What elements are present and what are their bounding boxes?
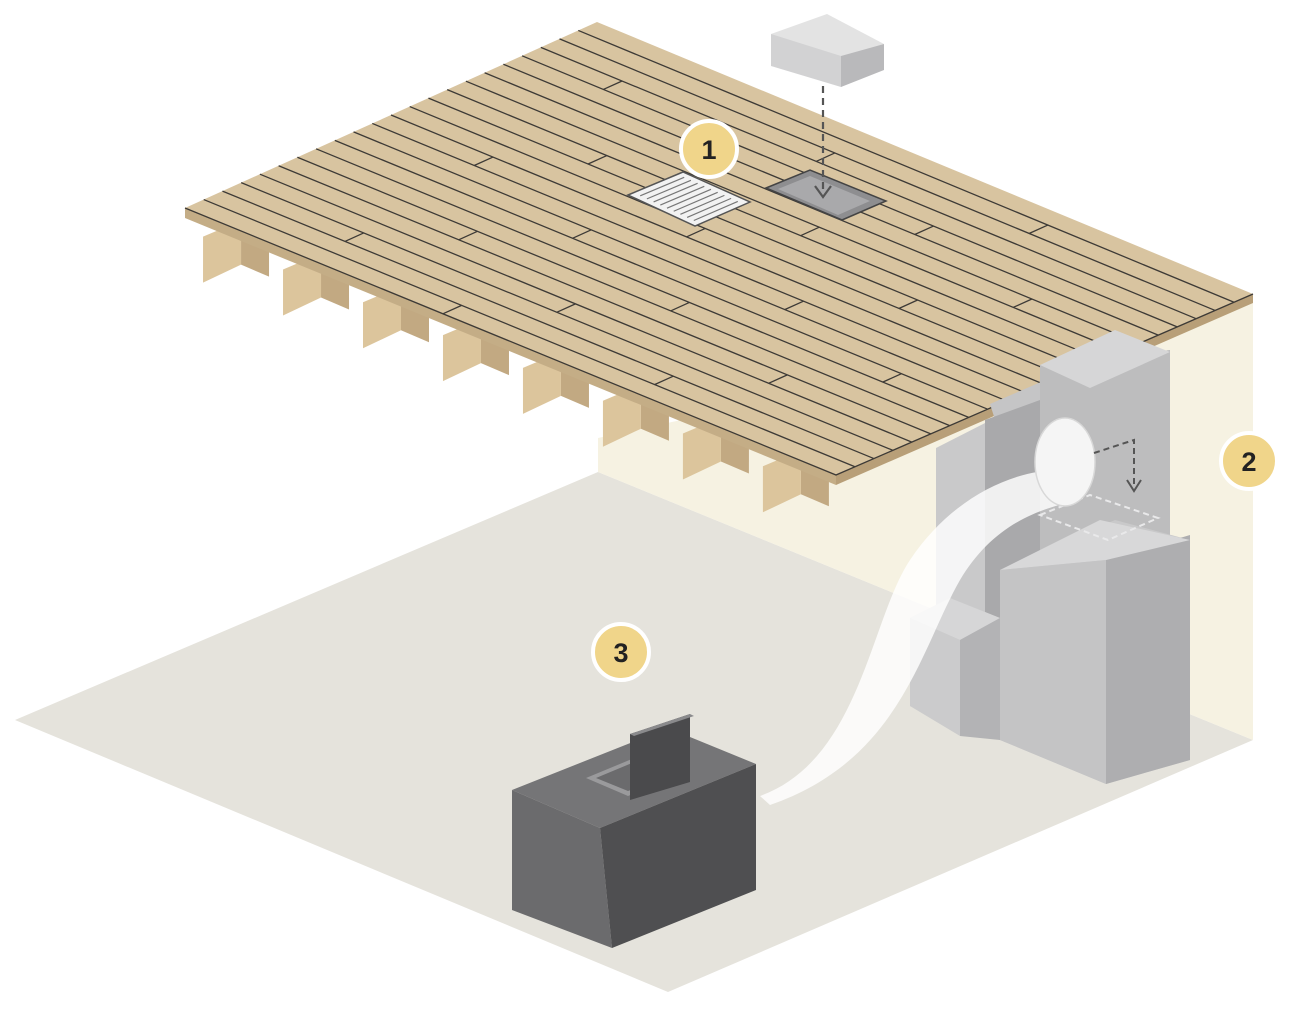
plank-seam	[334, 139, 988, 410]
floor-register-vent	[626, 171, 752, 227]
callout-badge-2: 2	[1219, 431, 1279, 491]
plank-seam	[428, 97, 1083, 369]
basement-floor	[15, 472, 1253, 992]
plank-seam	[297, 156, 950, 427]
plank-joint	[458, 230, 478, 241]
vent-slat	[686, 197, 732, 218]
callout-badge-3: 3	[591, 622, 651, 682]
plank-seam	[353, 131, 1007, 402]
plank-joint	[603, 80, 623, 91]
plank-seam	[259, 173, 913, 443]
flexible-duct	[760, 470, 1080, 805]
callout-label-3: 3	[613, 638, 628, 668]
plank-joint	[784, 300, 804, 311]
vent-slat	[680, 194, 725, 215]
plank-joint	[686, 227, 706, 238]
floor-planks	[184, 29, 1254, 476]
plank-joint	[556, 303, 576, 313]
plank-joint	[344, 232, 364, 243]
plank-joint	[815, 152, 836, 163]
plank-joint	[1028, 224, 1049, 235]
plank-seam	[446, 89, 1102, 361]
plank-seam	[390, 114, 1045, 386]
plank-joint	[1012, 298, 1033, 309]
callout-label-2: 2	[1241, 447, 1256, 477]
vent-slat	[693, 200, 739, 222]
plank-seam	[203, 198, 856, 468]
plank-seam	[240, 182, 894, 451]
duct-collar	[1034, 417, 1096, 507]
plank-joint	[800, 226, 820, 237]
plank-joint	[587, 154, 608, 165]
plank-seam	[315, 148, 969, 419]
plank-joint	[572, 229, 592, 239]
plank-joint	[473, 156, 494, 167]
wood-floor	[185, 22, 1253, 475]
plank-joint	[442, 304, 462, 315]
dashed-arrow-duct	[1093, 438, 1135, 486]
vent-slat	[666, 188, 712, 209]
vent-slat	[653, 182, 698, 203]
callout-label-1: 1	[701, 135, 716, 165]
plank-seam	[372, 122, 1026, 394]
plank-seam	[222, 190, 875, 460]
plank-seam	[278, 165, 932, 435]
dashed-arrow-duct-head	[1126, 479, 1142, 493]
plank-joint	[768, 374, 788, 384]
dashed-arrow-head	[814, 185, 832, 199]
vent-slat	[673, 191, 718, 212]
vent-slat	[660, 185, 705, 206]
grille-cover-box	[771, 14, 884, 87]
callout-badge-1: 1	[679, 119, 739, 179]
plank-seam	[409, 105, 1064, 377]
subfloor-edge	[185, 208, 836, 485]
plank-joint	[882, 373, 902, 383]
plank-joint	[670, 301, 690, 312]
plank-seam	[559, 38, 1216, 312]
plank-joint	[898, 299, 918, 310]
vent-slat	[639, 176, 685, 197]
vent-slat	[646, 179, 692, 200]
plank-joint	[654, 375, 674, 386]
plank-joint	[914, 225, 934, 236]
plank-seam	[465, 80, 1121, 353]
plank-seam	[578, 29, 1235, 303]
plank-seam	[540, 46, 1197, 320]
dehumidifier-unit	[512, 714, 756, 948]
